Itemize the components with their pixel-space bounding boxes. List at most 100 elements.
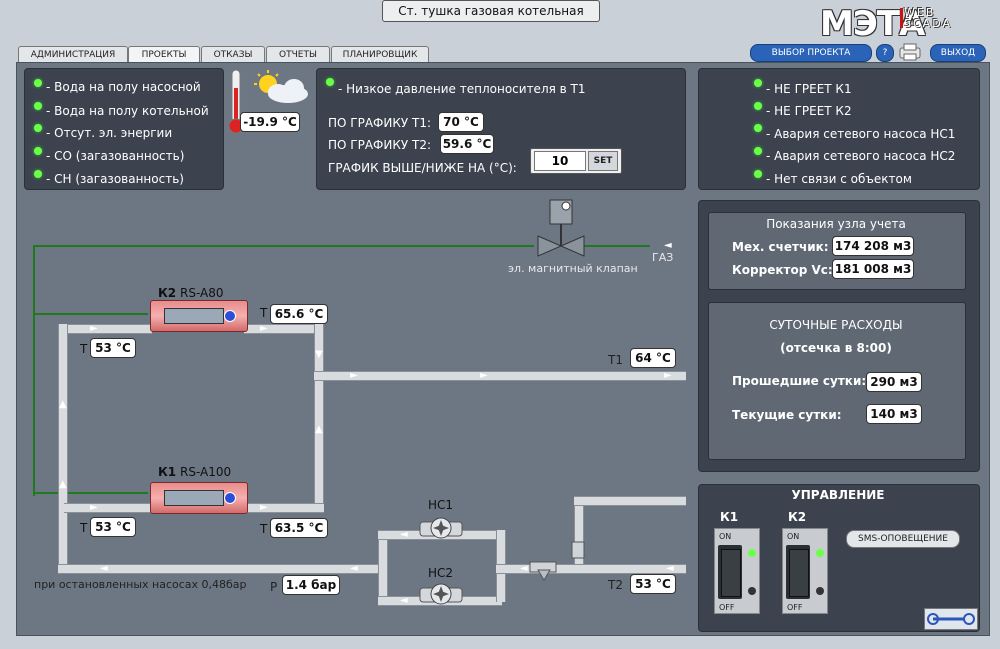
arrow-left-icon: ◄ bbox=[520, 563, 528, 574]
alarm-k2-no-heat: - НЕ ГРЕЕТ К2 bbox=[766, 104, 852, 118]
past-day-value: 290 м3 bbox=[866, 372, 922, 392]
alarm-water-boiler-room: - Вода на полу котельной bbox=[46, 104, 209, 118]
t-letter: Т bbox=[80, 521, 88, 535]
k2-switch[interactable]: ON OFF bbox=[782, 528, 828, 614]
print-icon[interactable] bbox=[896, 42, 924, 62]
gas-lines bbox=[33, 245, 650, 496]
arrow-right-icon: ► bbox=[90, 323, 98, 334]
control-title: УПРАВЛЕНИЕ bbox=[791, 488, 885, 502]
help-button[interactable]: ? bbox=[876, 44, 894, 62]
pressure-value: 1.4 бар bbox=[282, 575, 340, 595]
daily-box bbox=[708, 302, 966, 460]
arrow-up-icon: ▲ bbox=[315, 424, 323, 435]
led-indicator bbox=[816, 587, 824, 595]
daily-title: СУТОЧНЫЕ РАСХОДЫ bbox=[769, 318, 903, 332]
arrow-left-icon: ◄ bbox=[400, 595, 408, 606]
tab-administration[interactable]: АДМИНИСТРАЦИЯ bbox=[18, 46, 128, 63]
led-indicator bbox=[754, 102, 762, 110]
arrow-left-icon: ◄ bbox=[100, 563, 108, 574]
offset-label: ГРАФИК ВЫШЕ/НИЖЕ НА (°C): bbox=[328, 161, 517, 175]
k2-switch-label: К2 bbox=[788, 510, 807, 524]
pipe bbox=[64, 324, 152, 334]
alarms-left-panel bbox=[24, 68, 224, 190]
t2-label: Т2 bbox=[608, 578, 623, 592]
pipe bbox=[574, 496, 686, 506]
sms-alert-button[interactable]: SMS-ОПОВЕЩЕНИЕ bbox=[846, 530, 960, 548]
led-indicator bbox=[754, 170, 762, 178]
tab-reports[interactable]: ОТЧЕТЫ bbox=[266, 46, 330, 63]
pipe bbox=[314, 324, 324, 510]
exit-button[interactable]: ВЫХОД bbox=[930, 44, 986, 62]
burner-icon bbox=[164, 308, 224, 324]
boiler-k1-label: К1 RS-A100 bbox=[158, 465, 232, 479]
gas-arrow-icon: ◄ bbox=[664, 240, 672, 251]
mech-counter-value: 174 208 м3 bbox=[832, 236, 914, 256]
led-indicator bbox=[34, 124, 42, 132]
led-indicator bbox=[754, 147, 762, 155]
t2-schedule-value: 59.6 °C bbox=[440, 134, 494, 154]
t2-schedule-label: ПО ГРАФИКУ Т2: bbox=[328, 138, 432, 152]
gas-label: ГАЗ bbox=[652, 251, 674, 264]
led-indicator bbox=[748, 549, 756, 557]
alarm-pump2: - Авария сетевого насоса НС2 bbox=[766, 149, 956, 163]
valve-stub-icon bbox=[570, 540, 586, 560]
led-indicator bbox=[326, 78, 334, 86]
solenoid-valve-icon bbox=[536, 198, 586, 258]
alarm-ch: - СН (загазованность) bbox=[46, 172, 184, 186]
schedule-panel bbox=[316, 68, 686, 190]
led-indicator bbox=[748, 587, 756, 595]
status-dot bbox=[224, 310, 236, 322]
mech-counter-label: Мех. счетчик: bbox=[732, 240, 829, 254]
past-day-label: Прошедшие сутки: bbox=[732, 374, 867, 388]
pump-ns1[interactable] bbox=[418, 514, 464, 542]
select-project-button[interactable]: ВЫБОР ПРОЕКТА bbox=[750, 44, 872, 62]
tab-failures[interactable]: ОТКАЗЫ bbox=[201, 46, 265, 63]
tab-scheduler[interactable]: ПЛАНИРОВЩИК bbox=[331, 46, 429, 63]
pump2-label: НС2 bbox=[428, 566, 454, 580]
pump-ns2[interactable] bbox=[418, 580, 464, 608]
alarm-pump1: - Авария сетевого насоса НС1 bbox=[766, 127, 956, 141]
t1-schedule-label: ПО ГРАФИКУ Т1: bbox=[328, 116, 432, 130]
thermometer-icon bbox=[228, 69, 244, 134]
led-indicator bbox=[816, 549, 824, 557]
k1-out-temp: 63.5 °C bbox=[270, 518, 328, 538]
alarm-no-power: - Отсут. эл. энергии bbox=[46, 126, 173, 140]
k1-switch[interactable]: ON OFF bbox=[714, 528, 760, 614]
pipe bbox=[314, 371, 686, 381]
arrow-left-icon: ◄ bbox=[350, 563, 358, 574]
daily-subtitle: (отсечка в 8:00) bbox=[780, 341, 892, 355]
arrow-up-icon: ▲ bbox=[59, 479, 67, 490]
current-day-label: Текущие сутки: bbox=[732, 408, 842, 422]
led-indicator bbox=[34, 102, 42, 110]
pipe bbox=[378, 530, 388, 602]
outdoor-temp: -19.9 °C bbox=[240, 112, 300, 132]
arrow-right-icon: ► bbox=[664, 370, 672, 381]
led-indicator bbox=[754, 124, 762, 132]
offset-input[interactable]: 10 bbox=[534, 151, 586, 171]
burner-icon bbox=[164, 490, 224, 506]
arrow-left-icon: ◄ bbox=[666, 563, 674, 574]
corrector-label: Корректор Vc: bbox=[732, 263, 833, 277]
k1-switch-label: К1 bbox=[720, 510, 739, 524]
t-letter: Т bbox=[80, 342, 88, 356]
k1-in-temp: 53 °C bbox=[90, 517, 136, 537]
t1-temp: 64 °C bbox=[630, 348, 676, 368]
k2-out-temp: 65.6 °C bbox=[270, 304, 328, 324]
alarm-co: - СО (загазованность) bbox=[46, 149, 185, 163]
wrench-icon[interactable] bbox=[924, 608, 978, 630]
led-indicator bbox=[34, 79, 42, 87]
pipe bbox=[244, 503, 324, 513]
pipe bbox=[58, 324, 68, 564]
pump1-label: НС1 bbox=[428, 498, 454, 512]
pipe bbox=[496, 564, 686, 574]
t2-temp: 53 °C bbox=[630, 574, 676, 594]
boiler-k2-label: К2 RS-A80 bbox=[158, 286, 224, 300]
page-title: Ст. тушка газовая котельная bbox=[382, 0, 600, 22]
tab-projects[interactable]: ПРОЕКТЫ bbox=[128, 46, 200, 63]
pipe bbox=[574, 496, 584, 564]
set-button[interactable]: SET bbox=[588, 151, 618, 171]
pipe bbox=[244, 324, 324, 334]
arrow-right-icon: ► bbox=[90, 502, 98, 513]
led-indicator bbox=[34, 147, 42, 155]
